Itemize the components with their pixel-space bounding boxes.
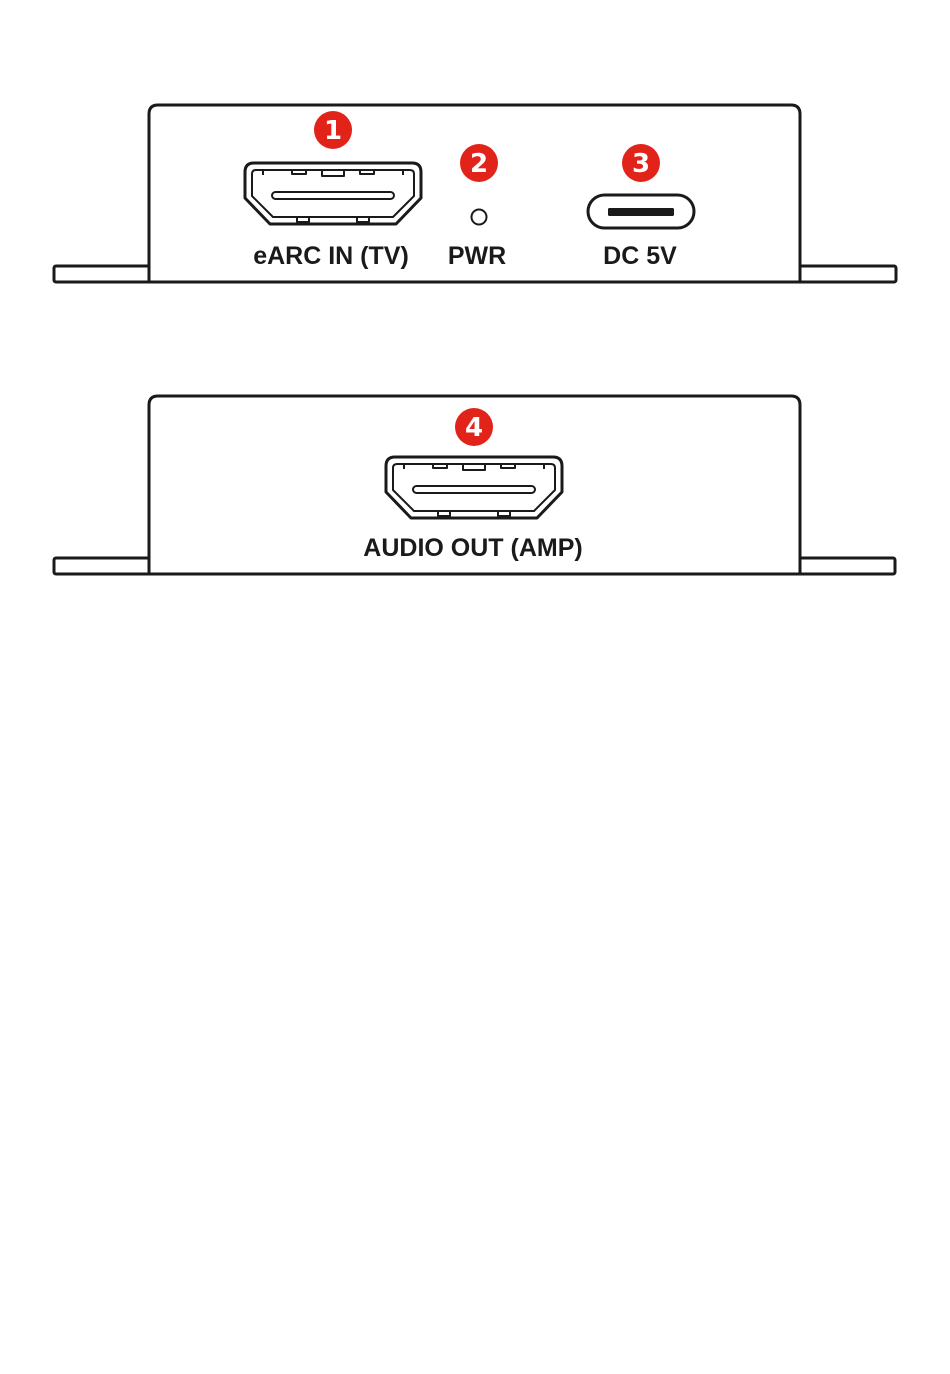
port-number: 4 (465, 413, 483, 443)
hdmi-port-icon (386, 457, 562, 518)
port-number-badge: 1 (314, 111, 352, 149)
front-panel: 1 2 3 eARC IN (TV) PWR DC 5V (54, 105, 896, 282)
port-label: PWR (448, 242, 506, 270)
port-label: eARC IN (TV) (253, 242, 409, 270)
mounting-flange-right (797, 558, 895, 574)
port-number-badge: 4 (455, 408, 493, 446)
port-number-badge: 2 (460, 144, 498, 182)
port-number: 3 (632, 149, 650, 179)
hdmi-port-icon (245, 163, 421, 224)
port-number: 2 (470, 149, 488, 179)
mounting-flange-left (54, 558, 152, 574)
port-number: 1 (324, 116, 342, 146)
mounting-flange-left (54, 266, 152, 282)
port-label: AUDIO OUT (AMP) (363, 534, 582, 562)
port-number-badge: 3 (622, 144, 660, 182)
port-label: DC 5V (603, 242, 677, 270)
mounting-flange-right (798, 266, 896, 282)
rear-panel: 4 AUDIO OUT (AMP) (54, 396, 895, 574)
usb-c-port-icon (588, 195, 694, 228)
